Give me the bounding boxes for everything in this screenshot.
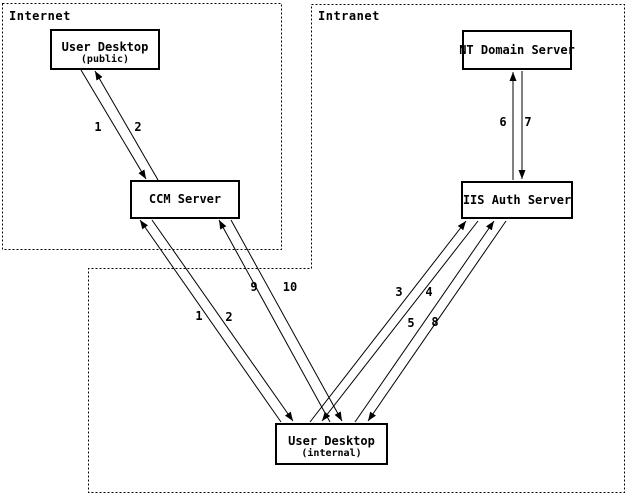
node-title: CCM Server bbox=[148, 192, 222, 206]
node-ccm-server: CCM Server bbox=[130, 180, 240, 219]
edge-label-2-ccm-internal: 2 bbox=[225, 310, 233, 324]
node-nt-domain-server: NT Domain Server bbox=[459, 30, 575, 70]
edge-label-10-ccm-internal: 10 bbox=[282, 280, 298, 294]
node-title: IIS Auth Server bbox=[462, 192, 572, 207]
arrow-8-iis-to-internal-desktop bbox=[367, 220, 507, 422]
internet-zone-label: Internet bbox=[9, 9, 71, 23]
intranet-zone-label: Intranet bbox=[318, 9, 380, 23]
edge-label-1-internal-ccm: 1 bbox=[195, 309, 203, 323]
arrow-2-ccm-to-internal-desktop bbox=[151, 219, 294, 422]
arrow-9-internal-desktop-to-ccm bbox=[218, 219, 331, 423]
arrow-2-ccm-to-public-desktop bbox=[94, 70, 159, 181]
node-title: NT Domain Server bbox=[459, 42, 575, 57]
arrow-5-internal-desktop-to-iis bbox=[354, 220, 495, 423]
edge-label-2-ccm-public: 2 bbox=[134, 120, 142, 134]
edge-label-5-internal-iis: 5 bbox=[407, 316, 415, 330]
node-subtitle: (public) bbox=[80, 53, 130, 65]
edge-label-1-public-ccm: 1 bbox=[94, 120, 102, 134]
edge-label-9-internal-ccm: 9 bbox=[250, 280, 258, 294]
arrow-10-ccm-to-internal-desktop bbox=[230, 219, 343, 422]
arrow-4-iis-to-internal-desktop bbox=[321, 220, 479, 422]
edge-label-8-iis-internal: 8 bbox=[431, 315, 439, 329]
edge-label-4-iis-internal: 4 bbox=[425, 285, 433, 299]
node-user-desktop-internal: User Desktop (internal) bbox=[275, 423, 388, 465]
edge-label-7-nt-iis: 7 bbox=[524, 115, 532, 129]
edge-label-6-iis-nt: 6 bbox=[499, 115, 507, 129]
node-subtitle: (internal) bbox=[301, 448, 362, 459]
node-title: User Desktop bbox=[288, 434, 375, 448]
arrow-1-internal-desktop-to-ccm bbox=[139, 219, 282, 423]
arrow-lines bbox=[80, 69, 526, 423]
intranet-zone-border bbox=[88, 4, 625, 493]
internet-zone-border bbox=[2, 3, 282, 250]
edge-label-3-internal-iis: 3 bbox=[395, 285, 403, 299]
arrow-3-internal-desktop-to-iis bbox=[309, 220, 467, 423]
node-title: User Desktop bbox=[61, 39, 149, 54]
arrow-1-public-desktop-to-ccm bbox=[80, 69, 147, 180]
node-iis-auth-server: IIS Auth Server bbox=[461, 181, 573, 219]
node-user-desktop-public: User Desktop (public) bbox=[50, 29, 160, 70]
